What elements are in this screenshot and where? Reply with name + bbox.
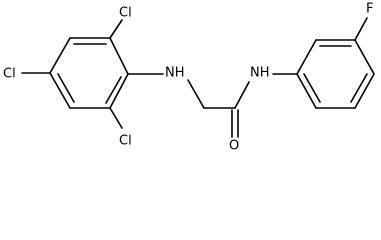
ring2-bond-4 bbox=[354, 73, 375, 109]
bond-carbonyl-nh bbox=[234, 81, 250, 109]
atom-cl-left: Cl bbox=[3, 67, 16, 82]
ring1-bond-1 bbox=[109, 37, 129, 75]
bond-ring-f bbox=[354, 17, 368, 41]
atom-o-carbonyl: O bbox=[229, 139, 239, 154]
ring1-bond-2 bbox=[109, 73, 129, 109]
ring2-bond-4-inner bbox=[350, 73, 368, 103]
atom-f-fluoro: F bbox=[366, 2, 373, 17]
bond-ring-cl-top bbox=[109, 19, 123, 39]
atom-nh-amide: NH bbox=[250, 66, 270, 81]
ring1-bond-2-inner bbox=[105, 76, 122, 104]
ring2-bond-6 bbox=[296, 73, 317, 109]
atom-nh-amine: NH bbox=[165, 66, 185, 81]
ring2-bond-3 bbox=[354, 39, 375, 75]
fluorophenyl-ring bbox=[296, 39, 375, 109]
atom-cl-top: Cl bbox=[119, 6, 132, 21]
bond-nh-ch2 bbox=[187, 79, 205, 109]
ring2-bond-6-inner bbox=[303, 73, 321, 103]
ring1-bond-4-inner bbox=[57, 73, 75, 103]
ring2-bond-1 bbox=[296, 39, 317, 75]
ring1-bond-4 bbox=[49, 72, 71, 109]
ring1-bond-5 bbox=[49, 37, 71, 74]
molecule-structure: Cl Cl Cl NH O NH F bbox=[3, 2, 375, 154]
bond-ring-cl-bottom bbox=[109, 107, 123, 129]
atom-cl-bottom: Cl bbox=[119, 134, 132, 149]
trichlorophenyl-ring bbox=[49, 37, 129, 109]
